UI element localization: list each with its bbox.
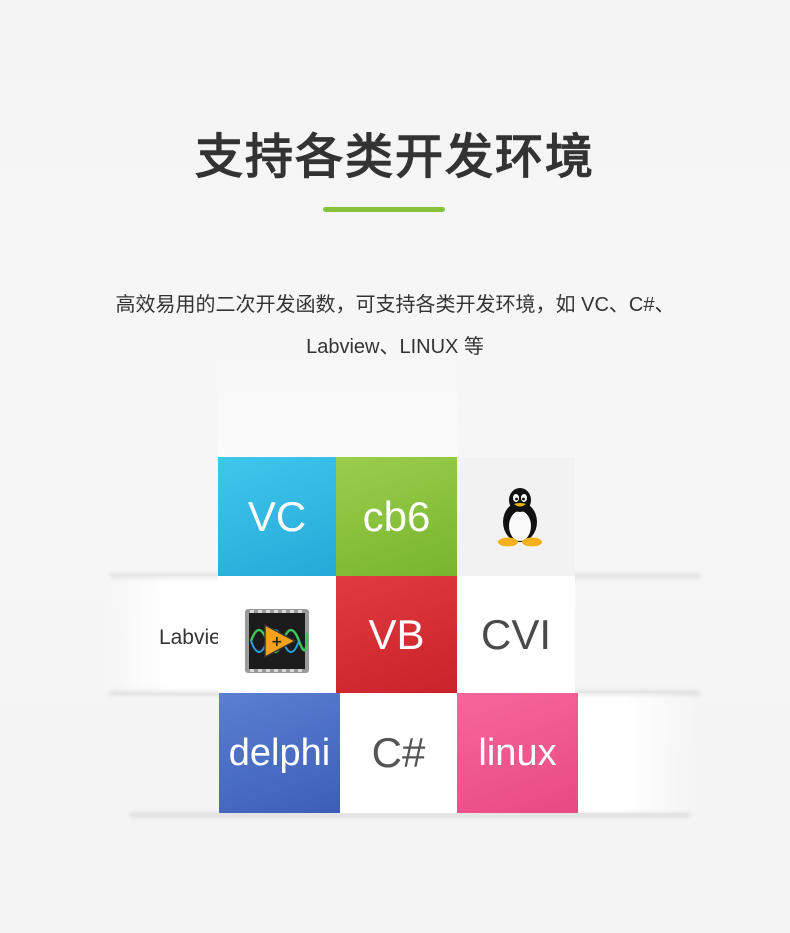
tile-delphi: delphi: [219, 693, 340, 813]
tile-delphi-label: delphi: [228, 731, 331, 774]
svg-text:+: +: [271, 634, 283, 650]
backdrop-panel: [578, 693, 698, 813]
backdrop-panel: [218, 352, 458, 457]
tile-cvi-label: CVI: [480, 610, 551, 658]
tile-vb: VB: [336, 576, 457, 693]
tile-vc: VC: [218, 457, 336, 576]
labview-label: Labview: [158, 626, 236, 649]
backdrop-panel: [575, 457, 695, 576]
tile-cb6: cb6: [336, 457, 457, 576]
page-title: 支持各类开发环境: [194, 131, 595, 184]
tile-linux-label: linux: [478, 731, 557, 774]
tile-vc-label: VC: [247, 492, 307, 540]
tile-cb6-label: cb6: [362, 492, 431, 540]
row-shadow: [130, 813, 690, 819]
tile-csharp: C#: [340, 693, 457, 813]
tux-penguin-icon: [498, 488, 542, 547]
tile-cvi: CVI: [457, 576, 575, 693]
tile-csharp-label: C#: [371, 729, 426, 776]
title-accent-bar: [323, 207, 445, 212]
tile-vb-label: VB: [368, 610, 425, 658]
backdrop-panel: [100, 576, 218, 693]
labview-icon: +: [245, 609, 309, 673]
tile-linux: linux: [457, 693, 578, 813]
description-line-1: 高效易用的二次开发函数，可支持各类开发环境，如 VC、C#、: [115, 294, 675, 316]
